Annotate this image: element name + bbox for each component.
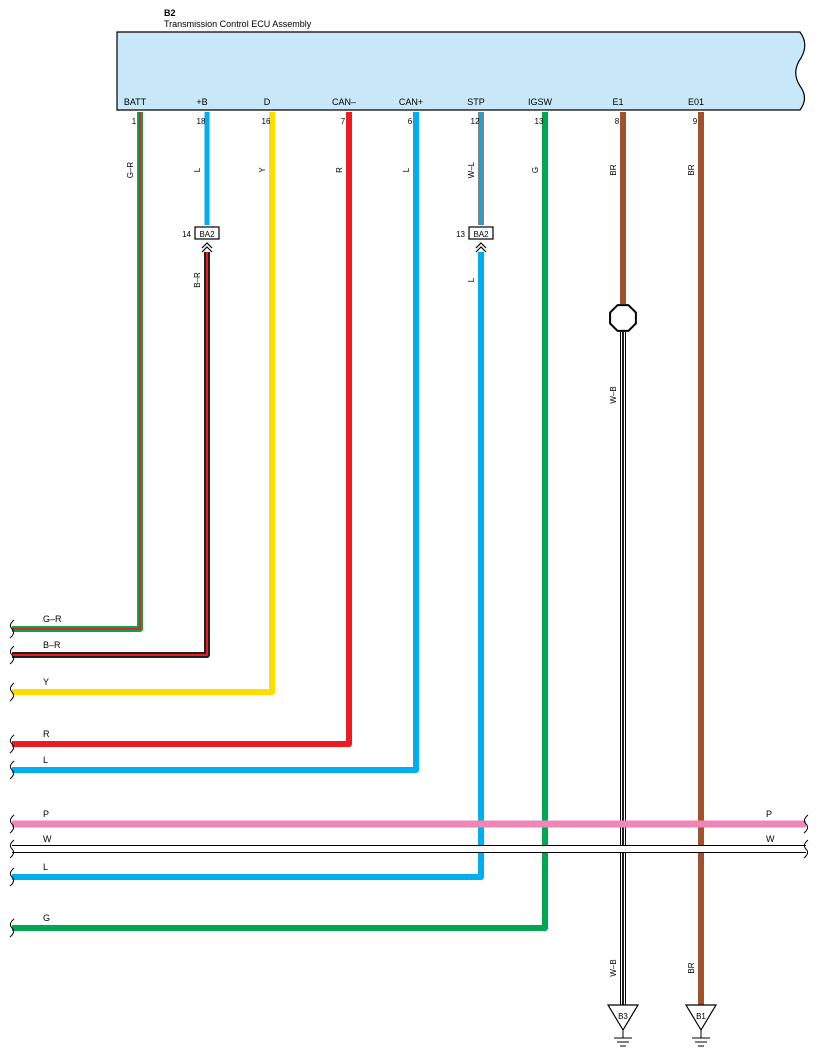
terminal-name: CAN+ bbox=[399, 97, 423, 107]
ground-triangle-icon bbox=[684, 1004, 718, 1032]
harness-label: P bbox=[43, 809, 49, 819]
harness-label: R bbox=[43, 729, 50, 739]
terminal-pin: 1 bbox=[132, 117, 137, 126]
terminal-name: E01 bbox=[688, 97, 704, 107]
wire-break-icon bbox=[9, 918, 15, 938]
terminal-name: +B bbox=[196, 97, 207, 107]
terminal-pin: 6 bbox=[408, 117, 413, 126]
wire-color-label: G–R bbox=[126, 162, 135, 179]
wire-break-icon bbox=[803, 839, 809, 859]
ecu-assembly-box bbox=[116, 31, 806, 111]
harness-label: W bbox=[43, 834, 52, 844]
wire-color-label: BR bbox=[687, 962, 696, 973]
connector-label: BA2 bbox=[199, 230, 215, 239]
wire-color-label: Y bbox=[258, 167, 267, 173]
wire-break-icon bbox=[9, 734, 15, 754]
terminal-name: STP bbox=[467, 97, 485, 107]
harness-label: B–R bbox=[43, 640, 61, 650]
connector-chevron-icon bbox=[475, 242, 487, 253]
connector-box bbox=[194, 226, 220, 240]
terminal-pin: 18 bbox=[197, 117, 206, 126]
wire-segment bbox=[12, 112, 275, 695]
wire-break-icon bbox=[9, 814, 15, 834]
wire-break-icon bbox=[9, 760, 15, 780]
component-code: B2 bbox=[164, 8, 176, 18]
ground-label: B3 bbox=[618, 1012, 628, 1021]
wire-color-label: W–L bbox=[467, 161, 476, 178]
terminal-name: CAN– bbox=[332, 97, 356, 107]
terminal-name: BATT bbox=[124, 97, 147, 107]
wire-color-label: B–R bbox=[193, 272, 202, 288]
connector-pin: 13 bbox=[456, 230, 465, 239]
wire-break-icon bbox=[9, 645, 15, 665]
wire-color-label: BR bbox=[609, 164, 618, 175]
wire-segment bbox=[12, 112, 143, 632]
wire-color-label: L bbox=[467, 277, 476, 282]
ground-symbol-icon bbox=[692, 1030, 710, 1047]
wire-color-label: L bbox=[402, 167, 411, 172]
ground-label: B1 bbox=[696, 1012, 706, 1021]
wire-break-icon bbox=[9, 682, 15, 702]
wire-segment bbox=[12, 112, 419, 773]
wire-color-label: L bbox=[193, 167, 202, 172]
harness-label: L bbox=[43, 755, 48, 765]
splice-point-icon bbox=[609, 304, 637, 332]
terminal-name: D bbox=[264, 97, 271, 107]
terminal-pin: 12 bbox=[471, 117, 480, 126]
wire-break-icon bbox=[9, 867, 15, 887]
connector-box bbox=[468, 226, 494, 240]
connector-pin: 14 bbox=[182, 230, 191, 239]
harness-right-label: W bbox=[766, 834, 775, 844]
wire-segment bbox=[12, 112, 548, 931]
wire-break-icon bbox=[9, 839, 15, 859]
wire-break-icon bbox=[9, 619, 15, 639]
ground-symbol-icon bbox=[614, 1030, 632, 1047]
terminal-pin: 8 bbox=[615, 117, 620, 126]
terminal-name: E1 bbox=[612, 97, 623, 107]
terminal-pin: 16 bbox=[262, 117, 271, 126]
connector-chevron-icon bbox=[201, 242, 213, 253]
terminal-pin: 9 bbox=[693, 117, 698, 126]
wire-segment bbox=[12, 252, 484, 880]
harness-label: L bbox=[43, 862, 48, 872]
harness-label: Y bbox=[43, 677, 49, 687]
component-name: Transmission Control ECU Assembly bbox=[164, 19, 312, 29]
wire-color-label: BR bbox=[687, 164, 696, 175]
wire-color-label: W–B bbox=[609, 386, 618, 403]
wire-break-icon bbox=[803, 814, 809, 834]
terminal-name: IGSW bbox=[528, 97, 553, 107]
harness-right-label: P bbox=[766, 809, 772, 819]
wire-color-label: R bbox=[335, 167, 344, 173]
terminal-pin: 7 bbox=[341, 117, 346, 126]
ground-triangle-icon bbox=[606, 1004, 640, 1032]
harness-label: G–R bbox=[43, 614, 62, 624]
terminal-pin: 13 bbox=[535, 117, 544, 126]
wire-segment bbox=[12, 112, 352, 747]
harness-label: G bbox=[43, 913, 50, 923]
wire-color-label: W–B bbox=[609, 959, 618, 976]
connector-label: BA2 bbox=[473, 230, 489, 239]
wire-color-label: G bbox=[531, 167, 540, 173]
wire-segment bbox=[12, 252, 210, 658]
